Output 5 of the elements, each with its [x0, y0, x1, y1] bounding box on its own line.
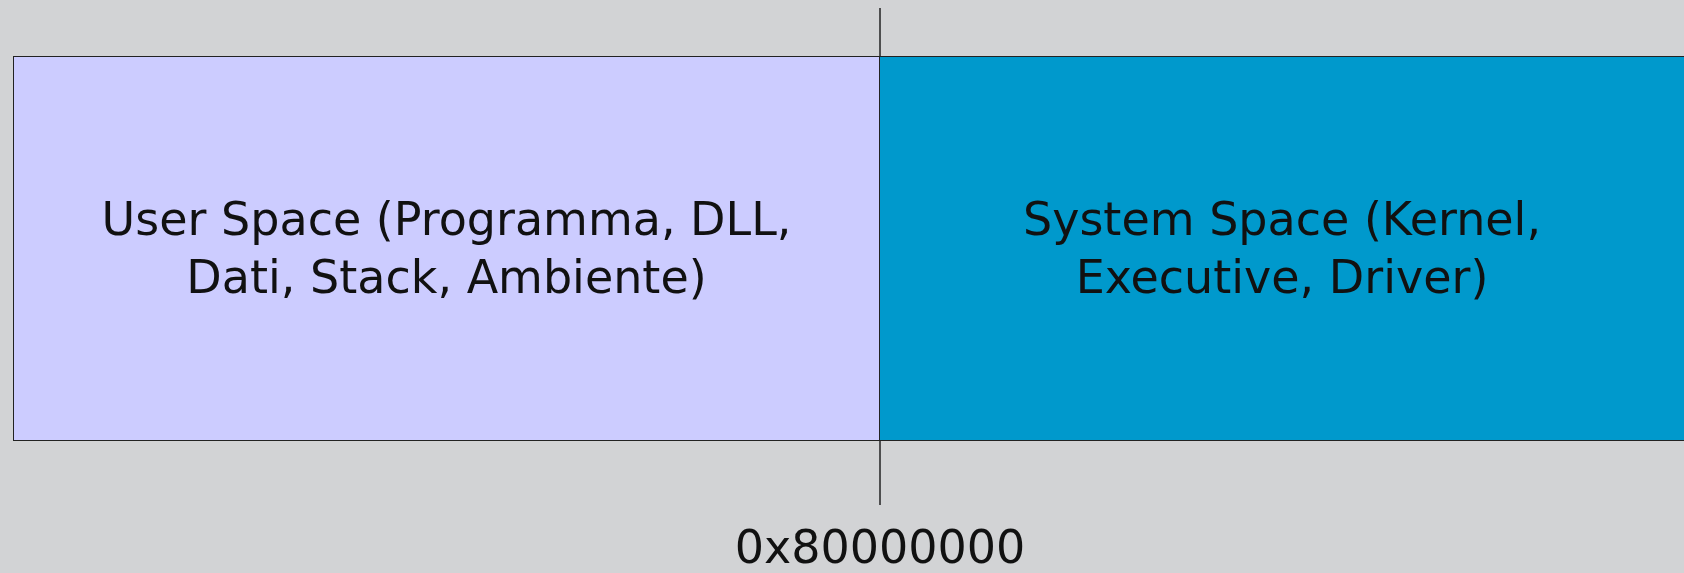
memory-region-box [879, 56, 1684, 441]
region-label: User Space (Programma, DLL, Dati, Stack, Ambiente) [100, 191, 793, 306]
address-label: 0x80000000 [734, 520, 1026, 573]
region-label: System Space (Kernel, Executive, Driver) [1021, 191, 1542, 306]
memory-region-box [13, 56, 880, 441]
